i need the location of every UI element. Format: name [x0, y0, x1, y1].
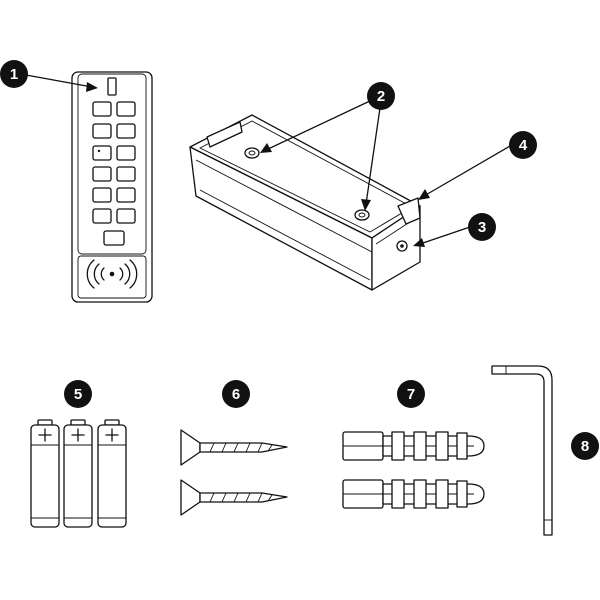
plus-icon	[38, 428, 52, 442]
leader-lines	[25, 74, 511, 247]
screw-hole-bottom	[354, 209, 370, 221]
screw	[180, 479, 288, 516]
hex-key	[491, 365, 553, 536]
callout-badge-5: 5	[64, 380, 92, 408]
screw	[180, 429, 288, 466]
callout-badge-4: 4	[509, 131, 537, 159]
screws	[180, 429, 288, 516]
battery	[30, 419, 60, 528]
callout-badge-6: 6	[222, 380, 250, 408]
callout-badge-7: 7	[397, 380, 425, 408]
wall-plug	[342, 431, 485, 461]
plus-icon	[71, 428, 85, 442]
callout-number: 6	[232, 386, 240, 403]
callout-number: 8	[581, 438, 589, 455]
callout-badge-1: 1	[0, 60, 28, 88]
wall-plug	[342, 479, 485, 509]
callout-badge-3: 3	[468, 213, 496, 241]
battery	[63, 419, 93, 528]
plus-icon	[105, 428, 119, 442]
callout-number: 4	[519, 137, 528, 154]
callout-badge-8: 8	[571, 432, 599, 460]
contactless-waves-icon	[86, 259, 138, 289]
screw-hole-top	[244, 147, 260, 159]
led-indicator	[107, 77, 117, 96]
batteries	[30, 419, 127, 528]
callout-badge-2: 2	[367, 82, 395, 110]
keypad-device	[71, 71, 153, 303]
callout-number: 5	[74, 386, 82, 403]
wall-plugs	[342, 431, 485, 509]
callout-number: 2	[377, 88, 385, 105]
battery	[97, 419, 127, 528]
callout-number: 7	[407, 386, 415, 403]
mounting-box	[189, 114, 421, 291]
side-screw	[396, 240, 408, 252]
label-tab	[397, 197, 421, 225]
keypad-keys	[92, 101, 136, 246]
callout-number: 3	[478, 219, 486, 236]
callout-number: 1	[10, 66, 18, 83]
